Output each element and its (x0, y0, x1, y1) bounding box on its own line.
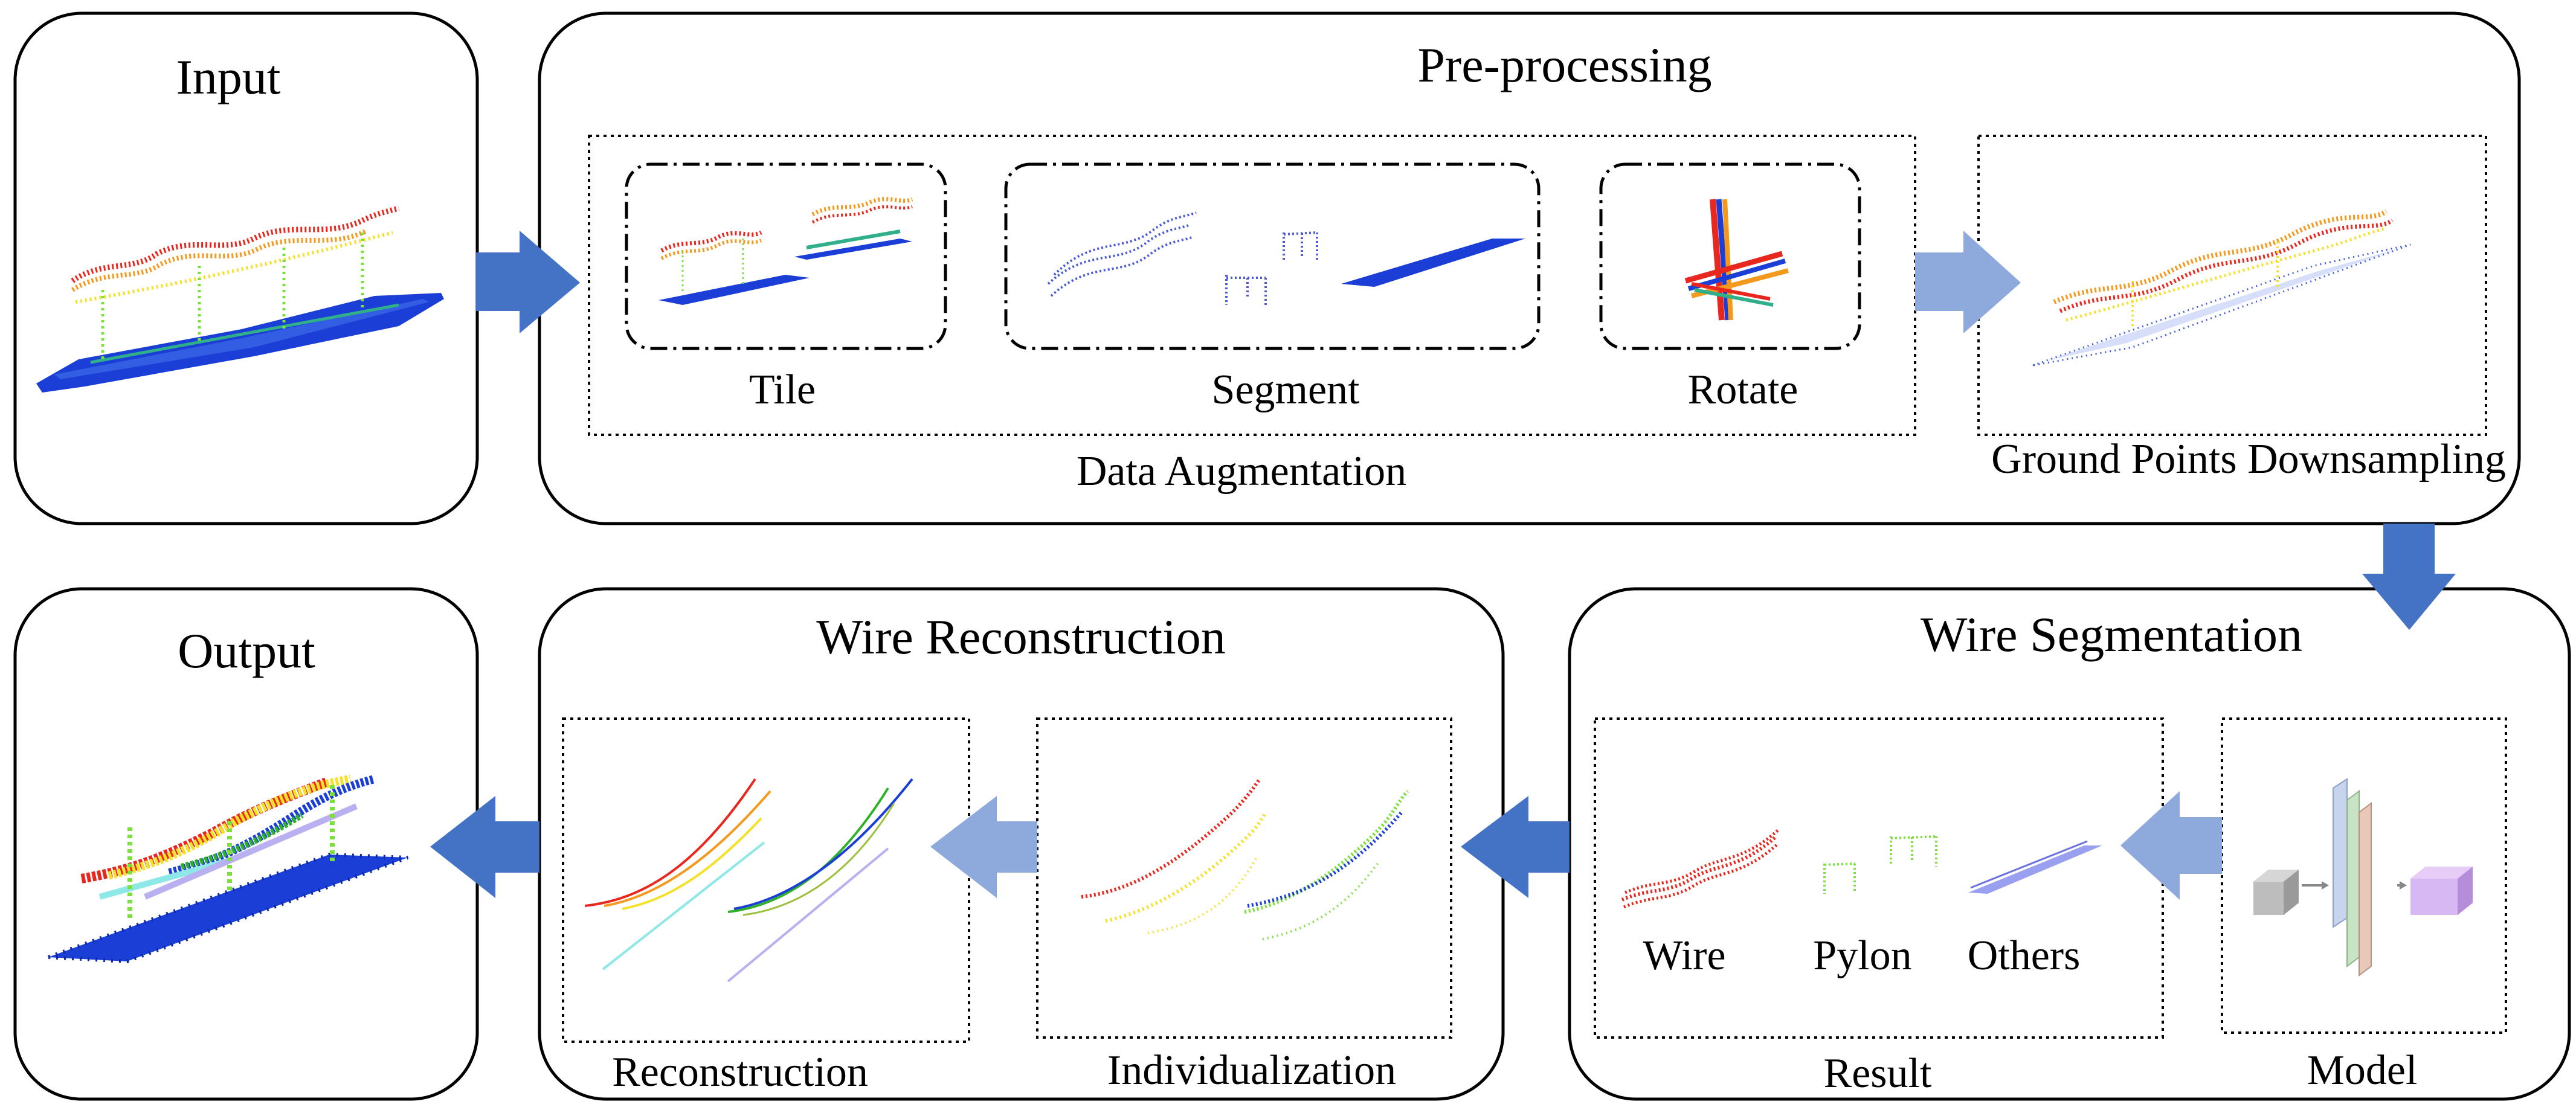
result-class-pylon: Pylon (1813, 932, 1911, 979)
result-box (1594, 717, 2164, 1039)
rotate-illustration (1684, 199, 1789, 321)
result-others-illustration (1968, 840, 2102, 894)
model-illustration (2253, 778, 2473, 977)
result-label: Result (1824, 1050, 1932, 1097)
reconstruction-label: Reconstruction (612, 1049, 868, 1095)
rotate-box (1599, 162, 1861, 350)
result-class-wire: Wire (1643, 932, 1725, 979)
segmentation-panel (1568, 587, 2571, 1101)
input-title: Input (176, 50, 280, 104)
individualization-illustration (1081, 778, 1409, 940)
arrow-model-to-result (2120, 791, 2222, 900)
tile-illustration (658, 197, 913, 305)
individualization-label: Individualization (1107, 1047, 1396, 1094)
arrow-individualization-to-reconstruction (930, 796, 1037, 898)
segment-box (1004, 162, 1541, 350)
result-pylon-illustration (1823, 835, 1937, 894)
reconstruction-illustration (584, 778, 913, 983)
segment-illustration (1047, 211, 1525, 305)
arrow-preprocessing-to-segmentation (2362, 524, 2456, 630)
downsampling-box (1977, 135, 2487, 436)
individualization-box (1036, 717, 1452, 1039)
result-wire-illustration (1621, 828, 1780, 909)
segmentation-title: Wire Segmentation (1921, 607, 2302, 662)
model-label: Model (2307, 1047, 2418, 1094)
model-box (2221, 717, 2507, 1034)
arrow-segmentation-to-reconstruction (1461, 796, 1570, 898)
segment-label: Segment (1212, 367, 1360, 413)
input-point-cloud-illustration (36, 205, 444, 393)
downsampling-label: Ground Points Downsampling (1991, 436, 2506, 483)
output-illustration (47, 775, 409, 964)
tile-label: Tile (749, 367, 816, 413)
preprocessing-title: Pre-processing (1417, 37, 1711, 92)
result-class-others: Others (1968, 932, 2081, 979)
augmentation-label: Data Augmentation (1077, 448, 1406, 495)
arrow-augmentation-to-downsampling (1915, 231, 2021, 333)
downsampling-illustration (2032, 209, 2411, 367)
arrow-input-to-preprocessing (476, 231, 580, 333)
reconstruction-box (562, 717, 970, 1043)
rotate-label: Rotate (1688, 367, 1798, 413)
arrow-reconstruction-to-output (430, 796, 539, 898)
tile-box (625, 162, 947, 350)
reconstruction-title: Wire Reconstruction (816, 609, 1226, 664)
output-title: Output (178, 623, 315, 678)
